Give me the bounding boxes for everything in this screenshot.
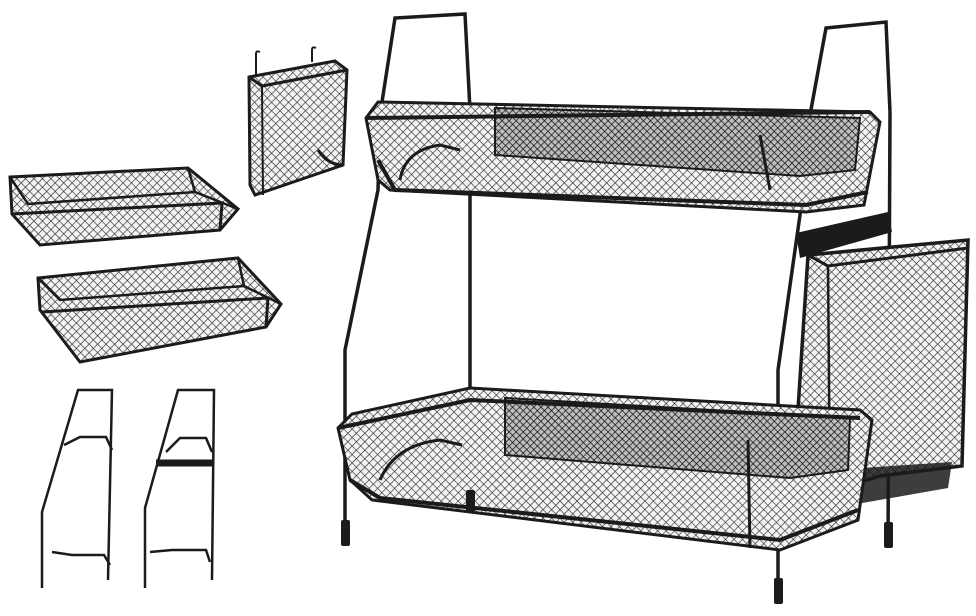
hanging-mesh-basket <box>247 46 349 197</box>
side-frame-left <box>40 388 114 588</box>
mesh-tray-upper <box>8 166 241 247</box>
assembled-two-tier-rack <box>336 12 970 604</box>
mesh-tray-lower <box>36 256 283 364</box>
side-frame-right <box>143 388 216 588</box>
